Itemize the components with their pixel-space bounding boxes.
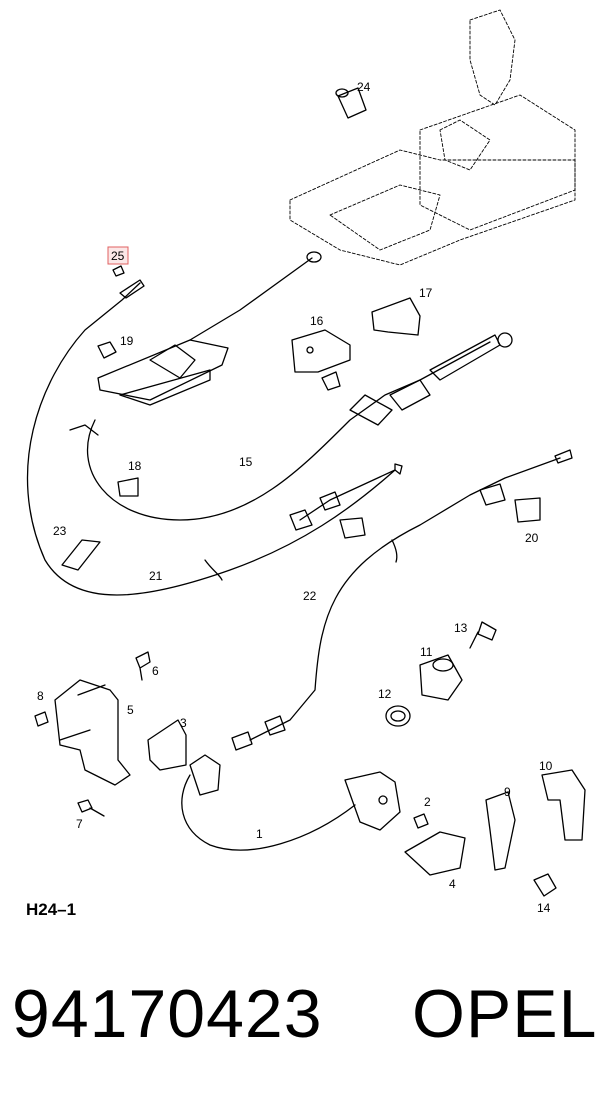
part-2-screw xyxy=(413,813,429,829)
callout-12: 12 xyxy=(378,687,392,701)
part-14-nut xyxy=(533,873,557,897)
callout-17: 17 xyxy=(419,286,433,300)
callout-22: 22 xyxy=(303,589,317,603)
parts-diagram: 1 2 3 4 5 6 7 8 9 10 11 12 13 14 15 16 1… xyxy=(26,9,586,915)
part-8-nut xyxy=(34,711,49,727)
callout-6: 6 xyxy=(152,664,159,678)
callout-13: 13 xyxy=(454,621,468,635)
part-18-clip xyxy=(117,477,139,497)
callout-19: 19 xyxy=(120,334,134,348)
part-19-nut xyxy=(97,341,117,359)
cable-21 xyxy=(26,282,396,596)
mount-plate xyxy=(97,339,229,406)
part-17-bracket xyxy=(371,297,421,336)
callout-2: 2 xyxy=(424,795,431,809)
part-11-switch xyxy=(419,654,463,701)
callout-labels: 1 2 3 4 5 6 7 8 9 10 11 12 13 14 15 16 1… xyxy=(37,80,553,915)
callout-16: 16 xyxy=(310,314,324,328)
part-24-pin xyxy=(335,87,367,119)
cable-upper xyxy=(189,257,313,341)
callout-23: 23 xyxy=(53,524,67,538)
part-3-clip xyxy=(147,719,187,771)
callout-4: 4 xyxy=(449,877,456,891)
callout-15: 15 xyxy=(239,455,253,469)
callout-9: 9 xyxy=(504,785,511,799)
part-1-cable xyxy=(181,754,401,851)
brand-name: OPEL xyxy=(412,976,598,1052)
part-12-o-ring xyxy=(385,705,411,727)
cable-21-end xyxy=(119,279,145,299)
callout-5: 5 xyxy=(127,703,134,717)
part-16-bracket xyxy=(291,329,351,391)
part-5-bracket xyxy=(54,679,131,786)
cable-15-bellows xyxy=(349,332,513,426)
callout-1: 1 xyxy=(256,827,263,841)
part-25-pin xyxy=(112,265,125,277)
diagram-reference: H24–1 xyxy=(26,900,77,919)
callout-18: 18 xyxy=(128,459,142,473)
part-6-bolt xyxy=(135,651,151,681)
callout-8: 8 xyxy=(37,689,44,703)
cable-22 xyxy=(249,457,561,741)
part-9-lever xyxy=(485,791,516,871)
part-20-holder xyxy=(514,497,541,523)
shifter-console xyxy=(289,9,576,266)
callout-25: 25 xyxy=(111,249,125,263)
part-number: 94170423 xyxy=(12,976,323,1052)
callout-7: 7 xyxy=(76,817,83,831)
callout-24: 24 xyxy=(357,80,371,94)
highlight-box-25 xyxy=(107,246,129,265)
cable-mid xyxy=(299,469,396,521)
callout-14: 14 xyxy=(537,901,551,915)
callout-21: 21 xyxy=(149,569,163,583)
part-13-bolt xyxy=(469,621,497,649)
callout-11: 11 xyxy=(420,645,433,659)
part-7-bolt xyxy=(77,799,105,817)
callout-20: 20 xyxy=(525,531,539,545)
part-4 xyxy=(404,831,466,876)
part-23 xyxy=(61,539,101,571)
cable-15 xyxy=(86,341,491,521)
callout-3: 3 xyxy=(180,716,187,730)
part-10-lever xyxy=(541,769,586,841)
callout-10: 10 xyxy=(539,759,553,773)
